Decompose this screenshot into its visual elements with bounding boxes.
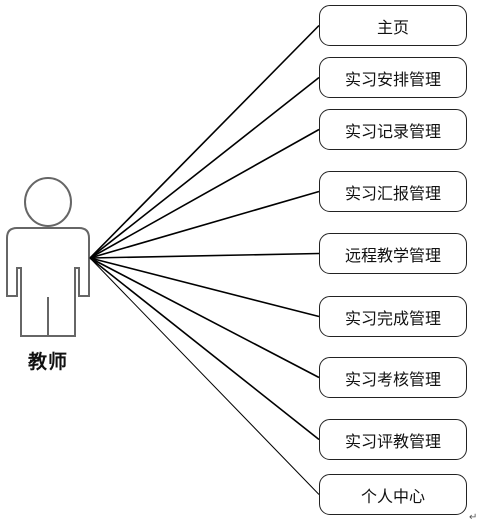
usecase-internship-completion[interactable]: 实习完成管理 (319, 296, 467, 337)
association-line (89, 257, 320, 379)
usecase-internship-assessment[interactable]: 实习考核管理 (319, 357, 467, 398)
usecase-internship-report[interactable]: 实习汇报管理 (319, 171, 467, 212)
usecase-home[interactable]: 主页 (319, 5, 467, 46)
usecase-internship-arrangement[interactable]: 实习安排管理 (319, 57, 467, 98)
association-line (89, 190, 320, 259)
usecase-remote-teaching[interactable]: 远程教学管理 (319, 233, 467, 274)
association-line (89, 76, 320, 259)
association-line (89, 252, 320, 259)
association-line (89, 257, 320, 318)
association-line (89, 257, 320, 441)
association-line (89, 257, 320, 495)
actor-label: 教师 (27, 351, 68, 373)
usecase-personal-center[interactable]: 个人中心 (319, 474, 467, 515)
association-line (89, 128, 320, 259)
person-icon (6, 177, 90, 337)
association-line (89, 24, 320, 259)
association-lines (89, 24, 320, 495)
usecase-internship-evaluation[interactable]: 实习评教管理 (319, 419, 467, 460)
usecase-internship-record[interactable]: 实习记录管理 (319, 109, 467, 150)
paragraph-mark: ↵ (469, 512, 478, 523)
